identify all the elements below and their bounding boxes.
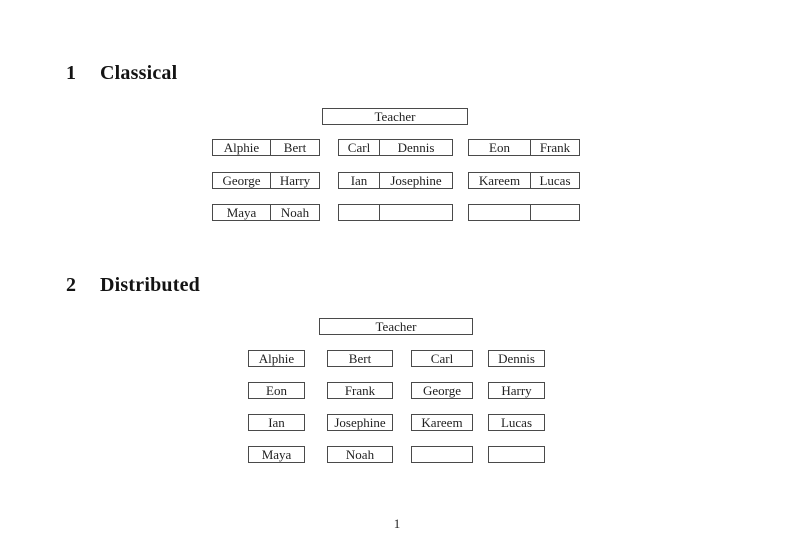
seat-box: Carl	[411, 350, 473, 367]
section-title: Classical	[100, 62, 178, 84]
seat-box: Dennis	[488, 350, 545, 367]
seat-cell: Lucas	[539, 173, 571, 188]
section-number: 1	[66, 62, 77, 84]
seat-cell: Bert	[283, 140, 307, 155]
desk-box: Ian Josephine	[338, 172, 453, 189]
page-number: 1	[393, 516, 401, 531]
teacher-box: Teacher	[319, 318, 473, 335]
seat-box: Alphie	[248, 350, 305, 367]
seat-cell	[531, 205, 579, 220]
desk-box: George Harry	[212, 172, 320, 189]
seat-cell: Maya	[213, 205, 271, 220]
seat-cell: Josephine	[390, 173, 442, 188]
seat-box: Kareem	[411, 414, 473, 431]
desk-box: Carl Dennis	[338, 139, 453, 156]
seat-cell: Alphie	[213, 140, 271, 155]
section-heading-distributed: 2 Distributed	[66, 274, 200, 296]
seat-box	[411, 446, 473, 463]
seat-box: George	[411, 382, 473, 399]
seat-cell: Kareem	[469, 173, 531, 188]
seat-cell: Frank	[539, 140, 571, 155]
desk-box: Maya Noah	[212, 204, 320, 221]
seat-box: Maya	[248, 446, 305, 463]
seat-cell: Eon	[469, 140, 531, 155]
seat-box: Ian	[248, 414, 305, 431]
desk-box: Alphie Bert	[212, 139, 320, 156]
seat-cell	[469, 205, 531, 220]
seat-cell: Dennis	[397, 140, 435, 155]
seat-box: Josephine	[327, 414, 393, 431]
section-title: Distributed	[100, 274, 200, 296]
seat-cell	[339, 205, 380, 220]
section-number: 2	[66, 274, 77, 296]
seat-box: Lucas	[488, 414, 545, 431]
desk-box	[468, 204, 580, 221]
seat-box: Eon	[248, 382, 305, 399]
seat-box: Noah	[327, 446, 393, 463]
desk-box	[338, 204, 453, 221]
seat-cell	[380, 205, 452, 220]
seat-cell: George	[213, 173, 271, 188]
seat-box: Frank	[327, 382, 393, 399]
desk-box: Eon Frank	[468, 139, 580, 156]
teacher-box: Teacher	[322, 108, 468, 125]
seat-cell: Harry	[279, 173, 311, 188]
seat-cell: Ian	[339, 173, 380, 188]
seat-box: Harry	[488, 382, 545, 399]
seat-cell: Carl	[339, 140, 380, 155]
seat-box: Bert	[327, 350, 393, 367]
section-heading-classical: 1 Classical	[66, 62, 177, 84]
desk-box: Kareem Lucas	[468, 172, 580, 189]
seat-box	[488, 446, 545, 463]
seat-cell: Noah	[280, 205, 310, 220]
